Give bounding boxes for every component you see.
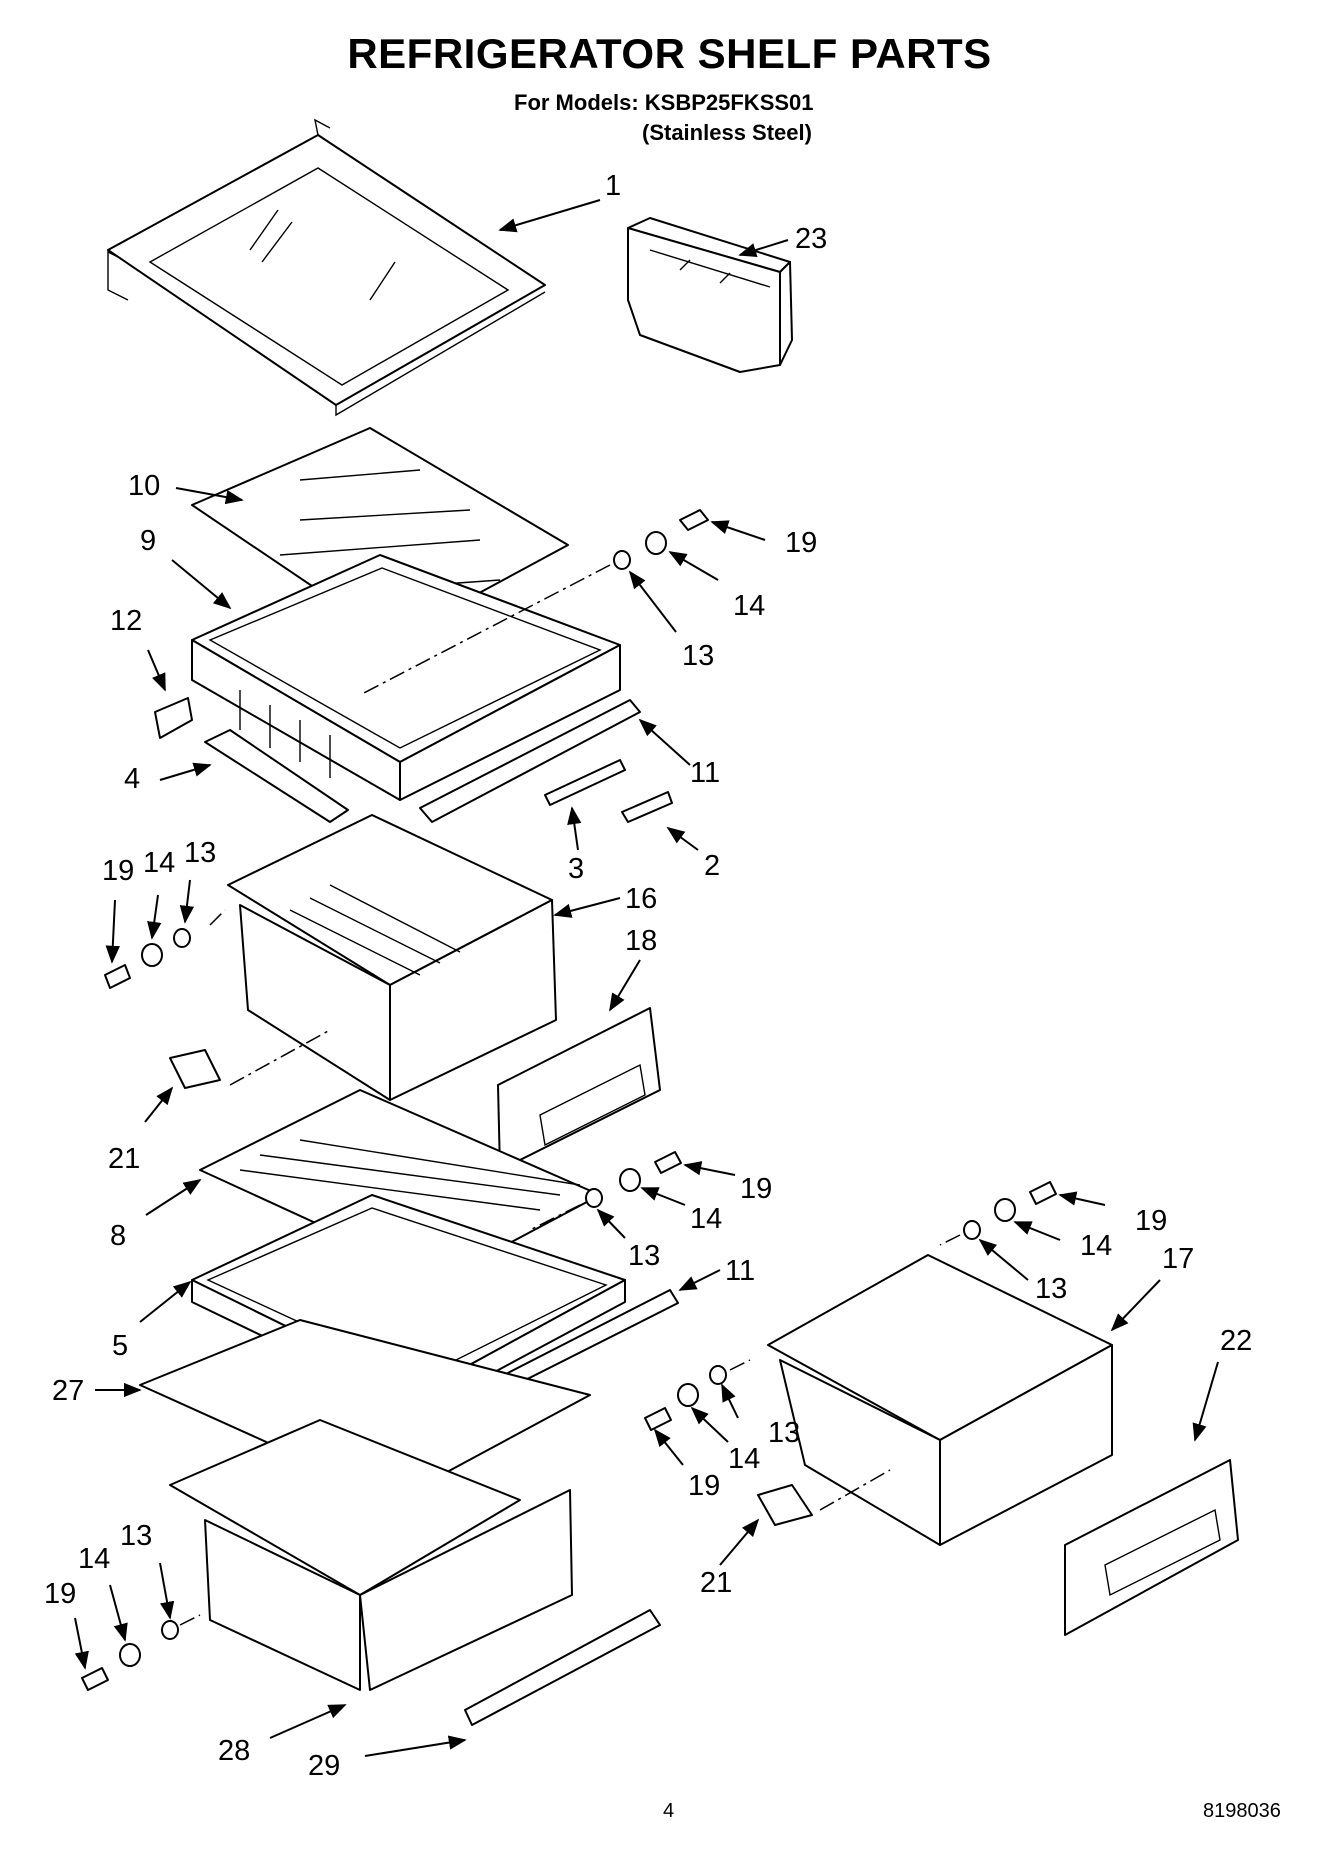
callout-14-right: 14 — [1080, 1230, 1112, 1262]
callout-12: 12 — [110, 605, 142, 637]
alignment-lines — [179, 564, 961, 1626]
callout-23: 23 — [795, 223, 827, 255]
hardware-lower-left — [81, 1620, 179, 1691]
page-title: REFRIGERATOR SHELF PARTS — [347, 30, 992, 77]
part-2-bracket — [621, 791, 673, 823]
part-21b-clip — [757, 1484, 813, 1526]
callout-labels: 1 23 10 9 19 14 13 12 4 11 3 2 19 14 13 … — [44, 170, 1252, 1782]
callout-14-upper: 14 — [733, 590, 765, 622]
part-18-drawer-front — [497, 1007, 661, 1171]
part-17-large-drawer — [767, 1254, 1113, 1546]
part-12-clip — [154, 697, 193, 739]
callout-21-left: 21 — [108, 1143, 140, 1175]
callout-19-upper: 19 — [785, 527, 817, 559]
document-number: 8198036 — [1203, 1800, 1281, 1822]
callout-11-upper: 11 — [690, 757, 720, 789]
callout-21-right: 21 — [700, 1567, 732, 1599]
callout-9: 9 — [140, 525, 156, 557]
callout-13-mid: 13 — [628, 1240, 660, 1272]
callout-13-lower-right: 13 — [768, 1417, 800, 1449]
hardware-right-lower — [644, 1365, 727, 1431]
callout-19-lower-right: 19 — [688, 1470, 720, 1502]
hardware-upper — [613, 509, 709, 570]
callout-11-lower: 11 — [725, 1255, 755, 1287]
finish-line: (Stainless Steel) — [642, 120, 812, 145]
callout-19-mid: 19 — [740, 1173, 772, 1205]
callout-2: 2 — [704, 850, 720, 882]
callout-13-lower-left: 13 — [120, 1520, 152, 1552]
hardware-mid — [585, 1151, 682, 1208]
callout-29: 29 — [308, 1750, 340, 1782]
part-1-glass-shelf — [107, 118, 546, 417]
callout-14-left: 14 — [143, 847, 175, 879]
callout-19-left: 19 — [102, 855, 134, 887]
callout-14-lower-right: 14 — [728, 1443, 760, 1475]
callout-3: 3 — [568, 853, 584, 885]
part-23-door-bin — [627, 217, 793, 373]
callout-27: 27 — [52, 1375, 84, 1407]
page-number: 4 — [663, 1800, 675, 1822]
part-29-rail — [464, 1609, 661, 1726]
callout-19-right: 19 — [1135, 1205, 1167, 1237]
callout-14-mid: 14 — [690, 1203, 722, 1235]
part-4-rail — [204, 729, 349, 823]
callout-17: 17 — [1162, 1243, 1194, 1275]
hardware-left-mid — [104, 928, 191, 989]
part-9-crisper-frame — [191, 554, 621, 801]
callout-1: 1 — [605, 170, 621, 202]
hardware-right-upper — [963, 1181, 1057, 1240]
models-line: For Models: KSBP25FKSS01 — [514, 90, 814, 115]
leader-arrows — [74, 199, 1219, 1757]
callout-4: 4 — [124, 763, 140, 795]
part-16-crisper-drawer — [227, 814, 557, 1101]
callout-18: 18 — [625, 925, 657, 957]
part-3-bracket — [544, 759, 626, 806]
callout-10: 10 — [128, 470, 160, 502]
part-22-drawer-front — [1064, 1459, 1239, 1636]
callout-8: 8 — [110, 1220, 126, 1252]
callout-22: 22 — [1220, 1325, 1252, 1357]
callout-13-right: 13 — [1035, 1273, 1067, 1305]
part-28-drawer — [169, 1419, 573, 1691]
callout-28: 28 — [218, 1735, 250, 1767]
callout-16: 16 — [625, 883, 657, 915]
callout-19-lower-left: 19 — [44, 1578, 76, 1610]
part-11a-rail — [419, 699, 641, 823]
callout-13-left: 13 — [184, 837, 216, 869]
callout-5: 5 — [112, 1330, 128, 1362]
callout-13-upper: 13 — [682, 640, 714, 672]
part-21a-clip — [169, 1049, 221, 1089]
callout-14-lower-left: 14 — [78, 1543, 110, 1575]
